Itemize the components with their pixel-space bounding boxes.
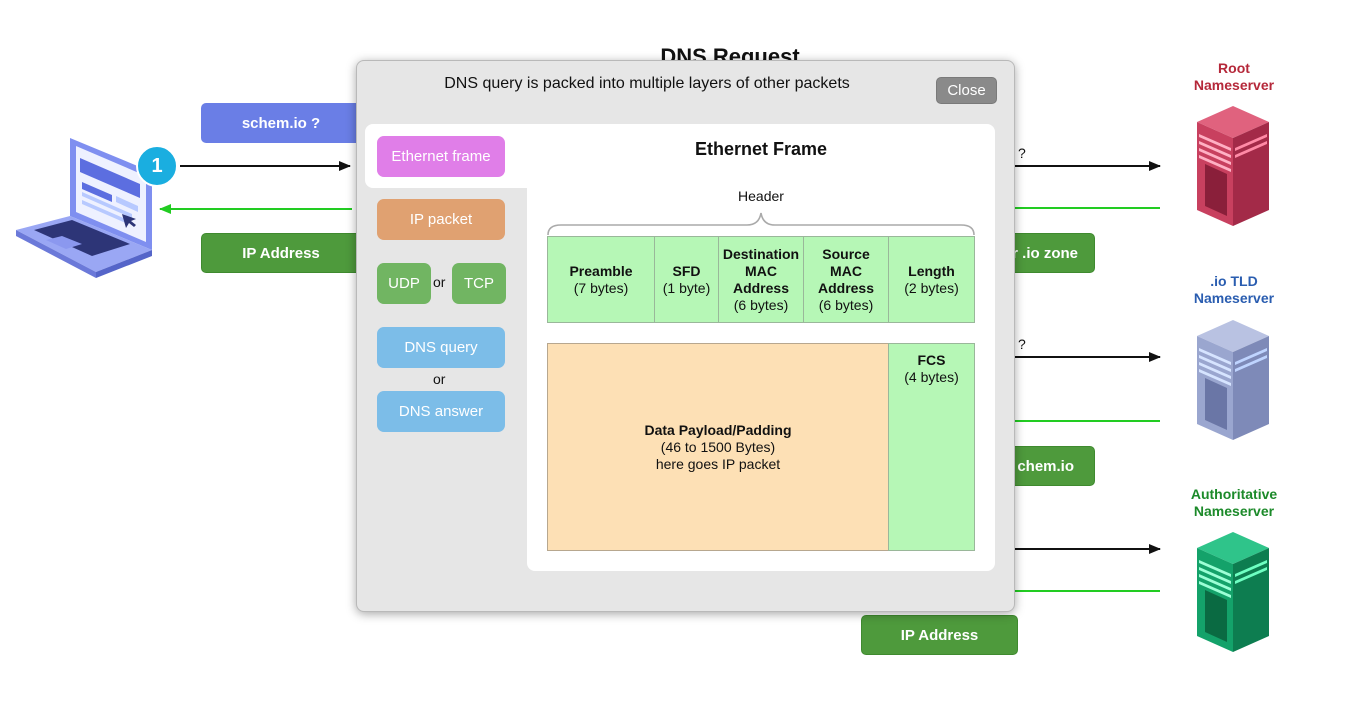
- close-button[interactable]: Close: [936, 77, 997, 104]
- zone-pill: r .io zone: [1005, 233, 1095, 273]
- length-size: (2 bytes): [904, 279, 959, 296]
- destination-mac-name: Destination MAC Address: [722, 245, 800, 296]
- payload-name: Data Payload/Padding: [644, 421, 792, 438]
- frame-title: Ethernet Frame: [694, 139, 828, 159]
- step-badge: 1: [136, 145, 178, 187]
- preamble-size: (7 bytes): [573, 279, 629, 296]
- tld-nameserver-label: .io TLD Nameserver: [1193, 273, 1275, 306]
- ip-address-pill-bottom: IP Address: [861, 615, 1018, 655]
- length-cell: Length (2 bytes): [888, 236, 975, 323]
- packet-layers-modal: DNS query is packed into multiple layers…: [356, 60, 1015, 612]
- destination-mac-size: (6 bytes): [733, 296, 789, 313]
- modal-title: DNS query is packed into multiple layers…: [444, 75, 850, 92]
- question-mark-root: ?: [1018, 145, 1026, 161]
- sfd-name: SFD: [672, 262, 701, 279]
- preamble-name: Preamble: [569, 262, 633, 279]
- authoritative-server-icon: [1197, 532, 1269, 652]
- tcp-button[interactable]: TCP: [452, 263, 506, 304]
- fcs-size: (4 bytes): [904, 369, 959, 385]
- length-name: Length: [908, 262, 955, 279]
- udp-button[interactable]: UDP: [377, 263, 431, 304]
- ethernet-frame-button[interactable]: Ethernet frame: [377, 136, 505, 177]
- tld-server-icon: [1197, 320, 1269, 440]
- source-mac-size: (6 bytes): [818, 296, 874, 313]
- payload-size: (46 to 1500 Bytes): [660, 438, 776, 455]
- laptop-icon: [16, 138, 152, 278]
- source-mac-name: Source MAC Address: [817, 245, 875, 296]
- query-pill: schem.io ?: [201, 103, 361, 143]
- source-mac-cell: Source MAC Address (6 bytes): [803, 236, 889, 323]
- dns-answer-button[interactable]: DNS answer: [377, 391, 505, 432]
- root-server-icon: [1197, 106, 1269, 226]
- ip-packet-button[interactable]: IP packet: [377, 199, 505, 240]
- payload-cell: Data Payload/Padding (46 to 1500 Bytes) …: [547, 343, 889, 551]
- step-number: 1: [151, 154, 163, 177]
- preamble-cell: Preamble (7 bytes): [547, 236, 655, 323]
- header-label: Header: [738, 188, 784, 204]
- question-mark-tld: ?: [1018, 336, 1026, 352]
- root-nameserver-label: Root Nameserver: [1193, 60, 1275, 93]
- fcs-name: FCS: [917, 352, 946, 368]
- or-label-dns: or: [433, 371, 446, 387]
- dns-query-button[interactable]: DNS query: [377, 327, 505, 368]
- schem-pill: chem.io: [1005, 446, 1095, 486]
- sfd-size: (1 byte): [662, 279, 711, 296]
- sfd-cell: SFD (1 byte): [654, 236, 719, 323]
- payload-note: here goes IP packet: [655, 455, 781, 472]
- authoritative-nameserver-label: Authoritative Nameserver: [1190, 486, 1278, 519]
- destination-mac-cell: Destination MAC Address (6 bytes): [718, 236, 804, 323]
- or-label-udp-tcp: or: [433, 274, 446, 290]
- fcs-cell: FCS (4 bytes): [888, 343, 975, 551]
- header-brace: [547, 212, 975, 236]
